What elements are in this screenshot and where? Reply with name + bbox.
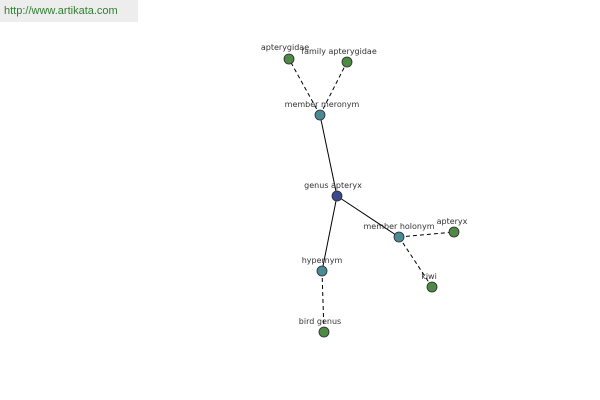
node-label: member holonym (363, 222, 434, 231)
node-label: hypernym (302, 256, 343, 265)
node-bird-genus[interactable]: bird genus (299, 317, 341, 338)
edge-genus-apteryx-to-member-holonym (336, 195, 400, 238)
node-kiwi[interactable]: kiwi (421, 272, 438, 293)
node-marker[interactable] (341, 56, 353, 68)
node-marker[interactable] (426, 281, 438, 293)
edge-member-holonym-to-apteryx (398, 231, 455, 238)
edge-member-meronym-to-family-apterygidae (319, 61, 348, 116)
edges-layer (288, 58, 455, 333)
node-label: apteryx (437, 217, 468, 226)
node-label: kiwi (421, 272, 437, 281)
node-apteryx[interactable]: apteryx (437, 217, 468, 238)
edge-genus-apteryx-to-hypernym (321, 195, 338, 272)
node-marker[interactable] (316, 265, 328, 277)
node-family-apterygidae[interactable]: family apterygidae (301, 47, 377, 68)
node-marker[interactable] (448, 226, 460, 238)
node-label: family apterygidae (301, 47, 377, 56)
nodes-layer: genus apteryx member meronym apterygidaefa… (261, 43, 468, 338)
node-label: member meronym (285, 100, 360, 109)
site-url-banner[interactable]: http://www.artikata.com (0, 0, 138, 22)
node-marker[interactable] (331, 190, 343, 202)
node-label: bird genus (299, 317, 341, 326)
edge-member-holonym-to-kiwi (398, 236, 433, 288)
node-marker[interactable] (318, 326, 330, 338)
edge-member-meronym-to-apterygidae (288, 58, 321, 116)
node-member-meronym[interactable]: member meronym (285, 100, 360, 121)
node-genus-apteryx[interactable]: genus apteryx (304, 181, 362, 202)
node-marker[interactable] (393, 231, 405, 243)
node-member-holonym[interactable]: member holonym (363, 222, 435, 243)
node-marker[interactable] (283, 53, 295, 65)
edge-hypernym-to-bird-genus (321, 270, 325, 333)
node-apterygidae[interactable]: apterygidae (261, 43, 309, 65)
node-marker[interactable] (314, 109, 326, 121)
node-label: apterygidae (261, 43, 309, 52)
edge-genus-apteryx-to-member-meronym (319, 114, 338, 197)
node-label: genus apteryx (304, 181, 362, 190)
node-hypernym[interactable]: hypernym (302, 256, 343, 277)
